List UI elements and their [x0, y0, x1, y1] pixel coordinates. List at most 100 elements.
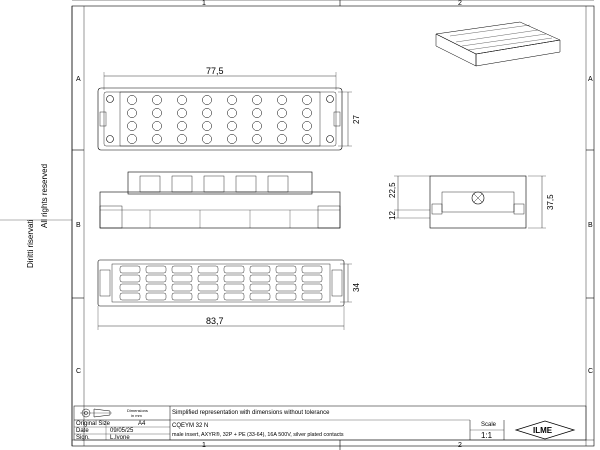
row-marker-c-right: C [588, 368, 594, 375]
sign-label: Sign. [76, 435, 90, 441]
contact-terminal [301, 283, 323, 292]
contact-hole [277, 108, 287, 118]
dimension-end-height: 37,5 [546, 194, 555, 210]
column-marker-1-bottom: 1 [202, 442, 206, 449]
contact-hole [302, 108, 312, 118]
contact-hole [227, 134, 237, 144]
dimension-side-low: 12 [388, 211, 397, 220]
contact-terminal [249, 274, 271, 283]
contact-terminal [171, 265, 193, 274]
contact-hole [152, 108, 162, 118]
dimension-top-height: 27 [352, 115, 361, 124]
isometric-view [435, 21, 561, 67]
simplified-note: Simplified representation with dimension… [172, 410, 330, 416]
dimension-bottom-height: 34 [352, 283, 361, 292]
contact-terminal [301, 292, 323, 301]
contact-hole [127, 134, 137, 144]
contact-hole [252, 95, 262, 105]
contact-hole [127, 95, 137, 105]
contact-terminal [171, 274, 193, 283]
contact-hole [127, 121, 137, 131]
contact-hole [252, 108, 262, 118]
side-view [99, 171, 341, 229]
projection-symbol [80, 408, 112, 418]
row-marker-b: B [76, 222, 81, 229]
contact-terminal [301, 265, 323, 274]
contact-terminal [145, 283, 167, 292]
contact-hole [227, 108, 237, 118]
contact-hole [227, 121, 237, 131]
contact-terminal [223, 265, 245, 274]
contact-terminal [223, 283, 245, 292]
contact-terminal [223, 274, 245, 283]
row-marker-a: A [76, 76, 81, 83]
contact-hole [277, 95, 287, 105]
column-marker-2-bottom: 2 [458, 442, 462, 449]
contact-terminal [275, 265, 297, 274]
column-marker-2: 2 [458, 0, 462, 7]
bottom-view-contacts [119, 265, 323, 301]
contact-hole [227, 95, 237, 105]
contact-hole [202, 95, 212, 105]
original-size-value: A4 [138, 421, 146, 427]
contact-hole [302, 121, 312, 131]
contact-hole [177, 121, 187, 131]
contact-terminal [145, 274, 167, 283]
contact-hole [177, 95, 187, 105]
row-marker-c: C [76, 368, 82, 375]
row-marker-a-right: A [588, 76, 593, 83]
contact-terminal [119, 283, 141, 292]
part-code: CQEYM 32 N [172, 423, 209, 429]
contact-hole [152, 134, 162, 144]
contact-terminal [249, 265, 271, 274]
contact-hole [152, 95, 162, 105]
sheet-frame [71, 5, 595, 447]
contact-hole [277, 121, 287, 131]
dimensions-unit: in mm [131, 413, 142, 418]
sign-value: L.Ivone [110, 435, 130, 441]
scale-value: 1:1 [481, 431, 493, 440]
contact-hole [277, 134, 287, 144]
contact-terminal [197, 265, 219, 274]
contact-hole [177, 134, 187, 144]
contact-terminal [119, 265, 141, 274]
row-marker-b-right: B [588, 222, 593, 229]
date-label: Date [76, 428, 89, 434]
contact-terminal [171, 283, 193, 292]
ilme-logo [514, 420, 576, 440]
contact-hole [252, 134, 262, 144]
contact-terminal [301, 274, 323, 283]
logo-text: ILME [533, 426, 553, 435]
contact-terminal [171, 292, 193, 301]
contact-hole [252, 121, 262, 131]
top-view-contacts [127, 95, 312, 144]
scale-label: Scale [481, 422, 497, 428]
title-block-lines [73, 405, 587, 441]
contact-terminal [275, 292, 297, 301]
contact-hole [202, 121, 212, 131]
rights-note-italian: Diritti riservati [26, 219, 35, 268]
end-view [394, 175, 546, 229]
part-description: male insert, AXYR®, 32P + PE (33-64), 16… [172, 432, 344, 438]
contact-hole [152, 121, 162, 131]
date-value: 09/05/25 [110, 428, 134, 434]
contact-terminal [119, 292, 141, 301]
contact-terminal [119, 274, 141, 283]
contact-terminal [145, 265, 167, 274]
contact-hole [302, 95, 312, 105]
contact-terminal [197, 292, 219, 301]
contact-terminal [249, 292, 271, 301]
column-marker-1: 1 [202, 0, 206, 7]
dimensions-label: Dimensions [127, 408, 148, 413]
contact-terminal [223, 292, 245, 301]
bottom-view [97, 259, 352, 330]
contact-hole [302, 134, 312, 144]
dimension-bottom-width: 83,7 [206, 316, 224, 326]
contact-hole [202, 134, 212, 144]
contact-terminal [275, 283, 297, 292]
dimension-top-width: 77,5 [206, 66, 224, 76]
contact-hole [177, 108, 187, 118]
contact-hole [127, 108, 137, 118]
